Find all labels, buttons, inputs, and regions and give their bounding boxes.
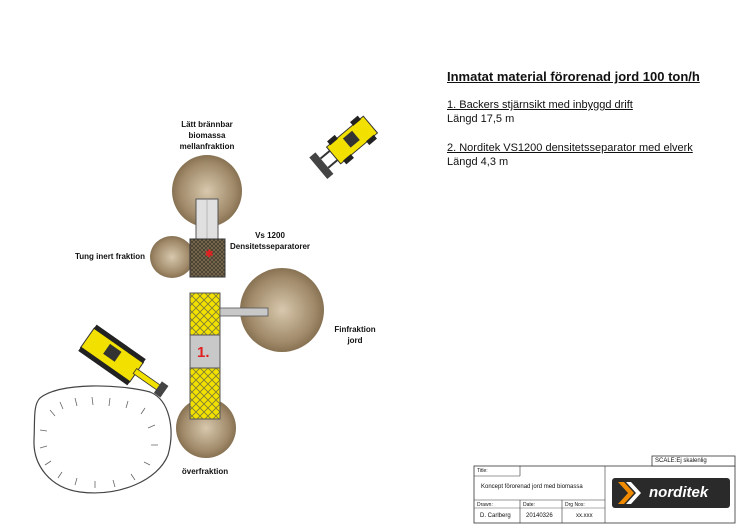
screen-lower-section bbox=[189, 367, 221, 420]
fine-fraction-pile bbox=[240, 268, 324, 352]
svg-text:✱: ✱ bbox=[205, 249, 214, 260]
label-fine-fraction: Finfraktion jord bbox=[334, 325, 376, 345]
label-heavy-fraction: Tung inert fraktion bbox=[74, 252, 146, 261]
norditek-logo bbox=[612, 478, 730, 508]
equipment-item-1-title: 1. Backers stjärnsikt med inbyggd drift bbox=[447, 99, 633, 111]
title-block-scale: SCALE:Ej skalenlig bbox=[655, 458, 707, 464]
loading-excavator bbox=[78, 324, 169, 398]
title-block-title: Koncept förorenad jord med biomassa bbox=[481, 484, 583, 490]
equipment-item-2-title: 2. Norditek VS1200 densitetsseparator me… bbox=[447, 142, 693, 154]
fine-fraction-conveyor bbox=[219, 307, 269, 317]
screen-upper-section bbox=[189, 292, 221, 336]
screen-number-label: 1. bbox=[197, 344, 210, 361]
equipment-item-2: 2. Norditek VS1200 densitetsseparator me… bbox=[447, 141, 693, 169]
input-soil-pile bbox=[33, 385, 172, 494]
title-block-title-label: Title: bbox=[477, 468, 488, 474]
light-fraction-pile bbox=[172, 155, 242, 227]
heavy-fraction-pile bbox=[150, 236, 194, 278]
equipment-item-1: 1. Backers stjärnsikt med inbyggd drift … bbox=[447, 98, 633, 126]
title-block-drg-label: Drg Nos: bbox=[565, 502, 585, 508]
title-block-date: 20140326 bbox=[526, 513, 553, 519]
equipment-item-2-detail: Längd 4,3 m bbox=[447, 156, 509, 168]
material-heading: Inmatat material förorenad jord 100 ton/… bbox=[447, 69, 700, 84]
title-block-date-label: Date: bbox=[523, 502, 535, 508]
title-block-drawn-label: Drawn: bbox=[477, 502, 493, 508]
label-separator: Vs 1200 Densitetsseparatorer bbox=[229, 231, 311, 251]
norditek-logo-text: norditek bbox=[649, 484, 709, 501]
title-block-drg: xx.xxx bbox=[576, 513, 593, 519]
wheel-loader bbox=[309, 115, 379, 180]
density-separator-unit bbox=[189, 238, 226, 278]
equipment-item-1-detail: Längd 17,5 m bbox=[447, 113, 515, 125]
label-light-fraction: Lätt brännbar biomassa mellanfraktion bbox=[179, 120, 235, 151]
title-block-drawn: D. Carlberg bbox=[480, 513, 511, 519]
label-over-fraction: överfraktion bbox=[181, 467, 229, 476]
